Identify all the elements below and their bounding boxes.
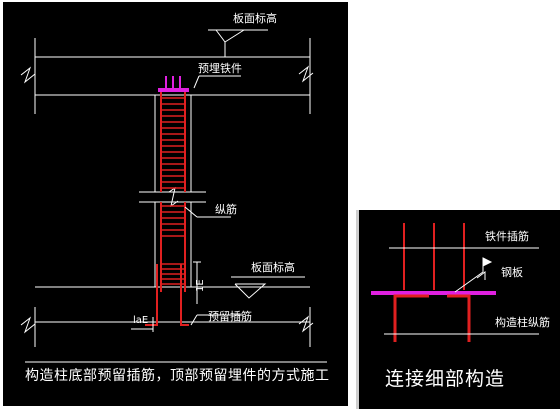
lower-level-marker — [231, 276, 305, 299]
lower-slab — [20, 286, 314, 347]
dowel-label: 预留插筋 — [208, 309, 252, 323]
lap-dimension — [193, 261, 201, 304]
lower-slab-level-label: 板面标高 — [251, 260, 295, 274]
anchor-length-label: laE — [133, 315, 148, 326]
left-caption: 构造柱底部预留插筋，顶部预留埋件的方式施工 — [25, 368, 330, 384]
anchor-bars — [403, 223, 465, 290]
rebar-cage-upper — [160, 92, 186, 192]
connection-detail-drawing: 铁件插筋 钢板 构造柱纵筋 — [371, 223, 550, 342]
steel-plate — [371, 291, 496, 295]
anchor-dimension — [131, 317, 154, 332]
upper-level-marker — [208, 29, 268, 57]
upper-slab-level-label: 板面标高 — [233, 11, 277, 25]
weld-symbol — [454, 257, 493, 293]
embedded-part-label: 预埋铁件 — [198, 62, 242, 75]
longitudinal-bar-leader — [184, 206, 231, 218]
lap-length-label: 1E — [195, 279, 206, 292]
connection-detail-panel: 铁件插筋 钢板 构造柱纵筋 连接细部构造 — [356, 210, 560, 409]
longitudinal-bar-label: 纵筋 — [215, 202, 237, 216]
column-bars — [393, 294, 471, 342]
anchor-bar-label: 铁件插筋 — [485, 229, 529, 243]
dowel-bars — [145, 264, 243, 326]
embedded-part — [158, 75, 241, 92]
column-outline — [139, 95, 206, 287]
column-bar-label: 构造柱纵筋 — [495, 315, 550, 329]
column-detail-drawing: 板面标高 板面标高 — [20, 11, 327, 363]
steel-plate-label: 钢板 — [501, 265, 523, 279]
right-caption: 连接细部构造 — [385, 368, 506, 390]
upper-slab — [20, 38, 314, 114]
column-detail-panel: 板面标高 板面标高 — [3, 2, 352, 406]
